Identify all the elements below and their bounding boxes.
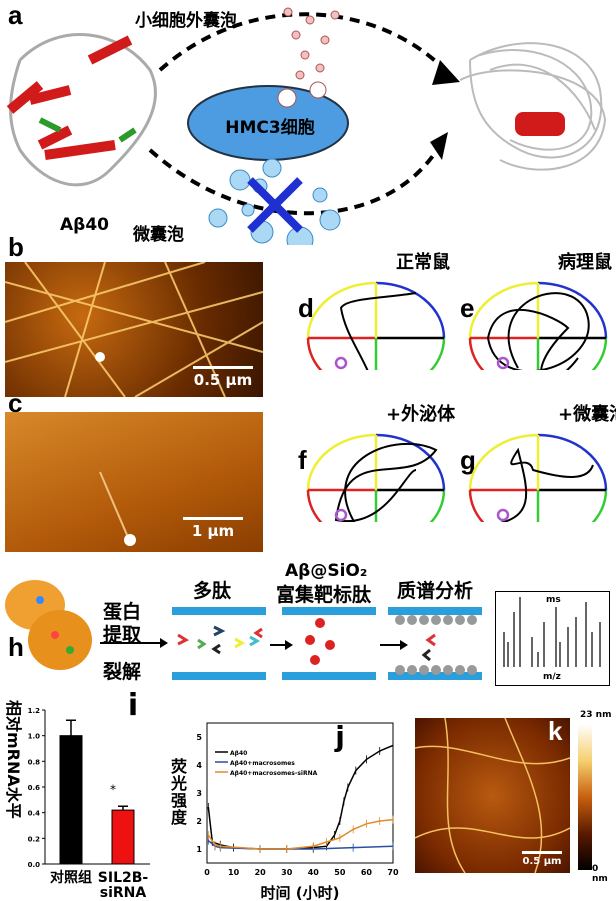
x-tick-label: 0 [204,868,210,877]
x-tick-label: 70 [387,868,399,877]
fibril-core [515,112,565,136]
x-tick-label: 40 [308,868,320,877]
legend-label: Aβ40 [230,750,247,757]
protein-structure-icon [6,33,157,187]
y-tick-label: 0.2 [28,835,41,843]
step-protein: 蛋白 [103,601,142,623]
step-lysis: 裂解 [103,661,142,683]
panel-label-k: k [548,716,563,746]
bar-0 [59,735,83,865]
maze-title-f: +外泌体 [386,404,456,425]
scale-bar-k: 0.5 μm [522,856,562,867]
significance-star: * [110,782,116,796]
maze-title-d: 正常鼠 [396,252,450,273]
panel-label-d: d [298,293,314,323]
panel-label-b: b [8,232,24,262]
panel-label-f: f [298,445,307,475]
panel-label-i: i [128,688,138,723]
swim-path [486,292,590,370]
legend-label: Aβ40+macrosomes [230,760,295,767]
vesicle-illustration [5,580,92,670]
swim-path [334,442,438,522]
y-tick-label: 1.0 [28,733,41,741]
panel-label-g: g [460,445,476,475]
legend-label: Aβ40+macrosomes-siRNA [230,770,318,777]
y-tick-label: 3 [196,789,202,798]
afm-image-b: 0.5 μm [5,262,263,397]
y-tick-label: 1.2 [28,707,41,715]
chart-j: 0 10 20 30 40 50 60 70 1 2 3 4 5Aβ40Aβ40+macrosomesA… [196,720,399,901]
y-tick-label: 0.4 [28,810,41,818]
chart-i: 0.0 0.2 0.4 0.6 0.8 1.0 1.2 对照组 SIL2B-siRNA * 相对mR… [4,688,150,901]
ms-xlabel: m/z [543,672,561,682]
colorbar [578,724,592,870]
x-tick-label: 50 [334,868,346,877]
swim-path [339,292,417,370]
platform-marker [496,356,510,370]
block-x-icon [247,177,303,233]
x-tick-label: 20 [255,868,267,877]
panel-label-j: j [334,720,345,753]
workflow-arrows [100,615,477,675]
ms-title: ms [546,595,561,605]
maze-e [468,281,608,370]
colorbar-min: 0 nm [592,864,608,884]
error-bar-1 [118,805,128,811]
x-tick-label: SIL2B- [98,870,149,886]
y-tick-label: 2 [196,817,202,826]
x-axis-label: 时间 (小时) [261,884,340,901]
x-tick-label: 30 [281,868,293,877]
y-tick-label: 0.8 [28,758,41,766]
panel-label-h: h [8,632,24,662]
maze-title-e: 病理鼠 [558,252,612,273]
y-tick-label: 0.0 [28,861,41,869]
peptide-label: Aβ40 [60,215,109,235]
bar-1 [111,809,135,865]
y-tick-label: 4 [196,761,202,770]
colorbar-max: 23 nm [580,710,612,720]
panel-label-c: c [8,388,23,418]
y-axis-label: 相对mRNA水平 [4,700,23,819]
plot-frame [206,722,394,864]
stage-ms: 质谱分析 [397,580,474,602]
maze-g [468,433,608,522]
panel-label-e: e [460,293,475,323]
maze-d [306,281,446,370]
maze-title-g: +微囊泡 [558,404,616,425]
x-tick-label: 对照组 [50,869,92,886]
y-tick-label: 1 [196,845,202,854]
y-tick-label: 5 [196,733,202,742]
step-extract: 提取 [103,624,142,646]
small-ev-label: 小细胞外囊泡 [135,11,237,31]
error-bar-0 [66,719,76,736]
afm-image-k: 0.5 μm [415,718,570,873]
stage-peptides: 多肽 [193,580,232,602]
stage-enrich-a: Aβ@SiO₂ [285,561,368,581]
x-tick-label: 10 [228,868,240,877]
series-line-2 [207,818,394,850]
hmc3-cell-label: HMC3细胞 [225,118,315,138]
microvesicle-label: 微囊泡 [133,225,184,245]
y-tick-label: 0.6 [28,784,41,792]
afm-image-c: 1 μm [5,412,263,552]
scale-bar-c: 1 μm [191,522,235,540]
fibril-icon [459,42,607,171]
x-tick-label: 60 [361,868,373,877]
swim-path [499,447,594,522]
platform-marker [496,508,510,522]
scale-bar-b: 0.5 μm [193,371,253,389]
ms-spectrum: ms m/z [495,591,610,686]
panel-label-a: a [8,0,23,30]
chart-j-y-axis-label: 荧光强度 [168,758,187,826]
maze-f [306,433,446,522]
x-tick-label: siRNA [100,885,147,901]
panel-a-schematic [6,7,607,245]
platform-marker [334,356,348,370]
stage-enrich-b: 富集靶标肽 [276,584,372,606]
platform-marker [334,508,348,522]
